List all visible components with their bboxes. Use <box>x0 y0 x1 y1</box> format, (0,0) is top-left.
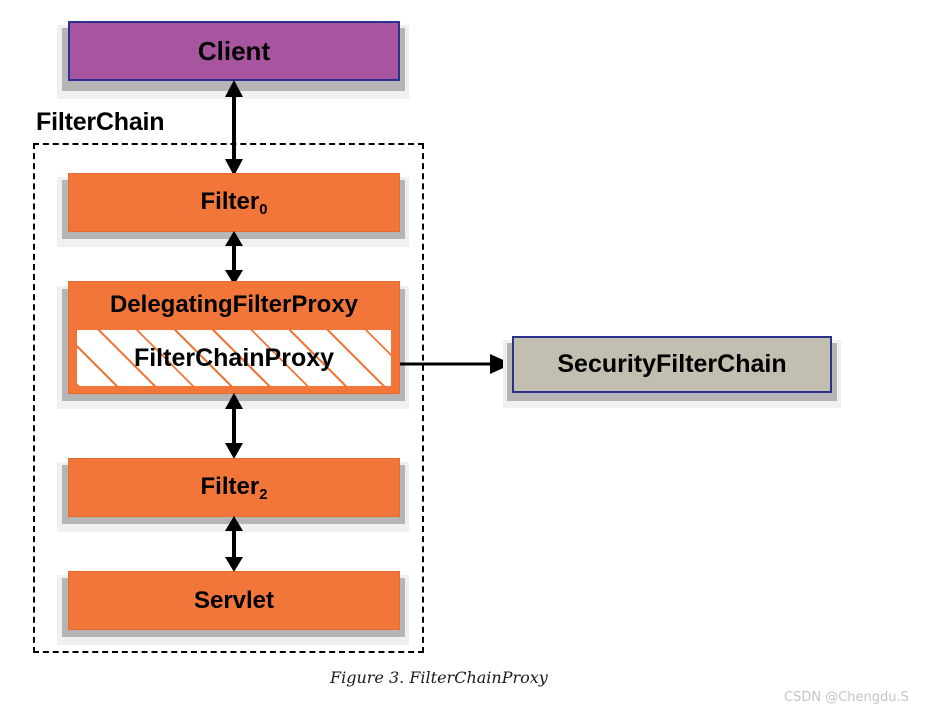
node-delegating-filter-proxy[interactable]: DelegatingFilterProxy FilterChainProxy <box>68 281 400 394</box>
watermark: CSDN @Chengdu.S <box>784 690 909 705</box>
node-filter2-label: Filter2 <box>200 472 268 503</box>
figure-caption: Figure 3. FilterChainProxy <box>330 668 548 687</box>
node-servlet-label: Servlet <box>193 586 275 614</box>
node-client-label: Client <box>197 35 271 66</box>
node-filter-chain-proxy[interactable]: FilterChainProxy <box>77 330 391 386</box>
node-client[interactable]: Client <box>68 21 400 81</box>
node-filter2[interactable]: Filter2 <box>68 458 400 517</box>
node-filter0[interactable]: Filter0 <box>68 173 400 232</box>
node-security-filter-chain[interactable]: SecurityFilterChain <box>512 336 832 393</box>
node-filter0-label: Filter0 <box>200 187 268 218</box>
filterchain-group-label: FilterChain <box>36 108 165 136</box>
node-security-filter-chain-label: SecurityFilterChain <box>557 350 787 378</box>
node-delegating-filter-proxy-label: DelegatingFilterProxy <box>109 291 359 318</box>
node-servlet[interactable]: Servlet <box>68 571 400 630</box>
filterchain-group-box <box>33 143 424 653</box>
node-filter-chain-proxy-label: FilterChainProxy <box>133 343 335 372</box>
